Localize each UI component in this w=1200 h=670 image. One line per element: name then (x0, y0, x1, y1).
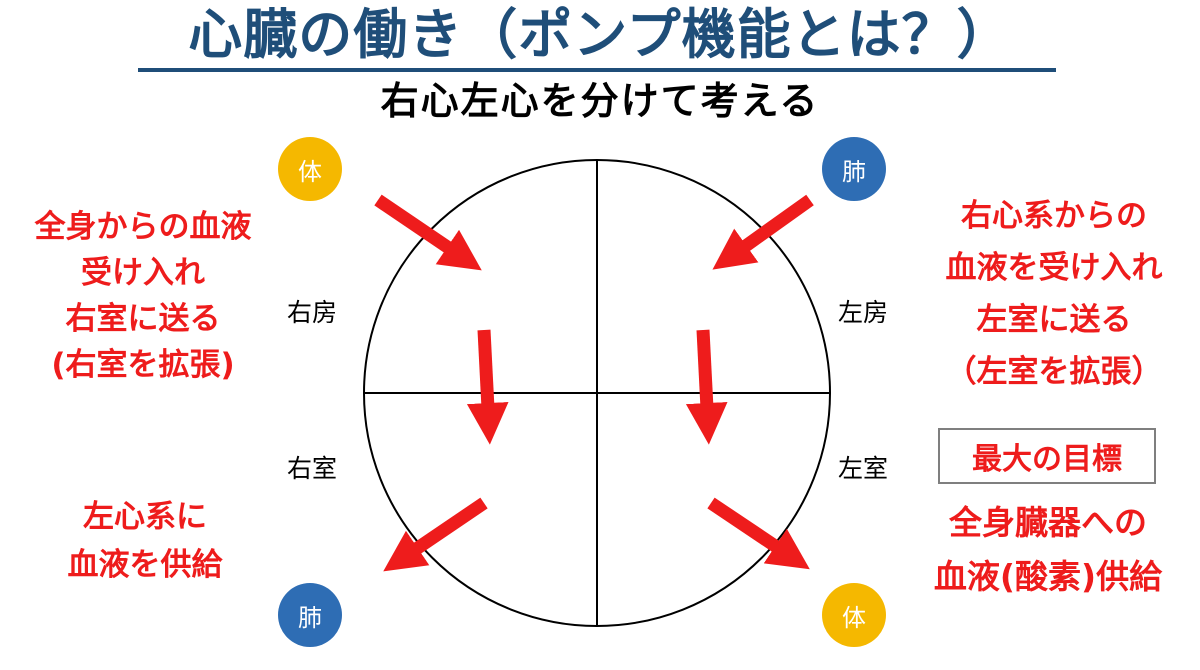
arrow-lung-to-left-atrium (712, 194, 814, 270)
note-line: 受け入れ (81, 255, 205, 291)
arrow-right-atrium-to-ventricle (466, 329, 509, 445)
note-right-atrium: 全身からの血液 受け入れ 右室に送る (右室を拡張) (4, 204, 282, 388)
label-right-atrium: 右房 (287, 298, 338, 327)
arrow-right-ventricle-to-lung (383, 497, 488, 572)
note-line: (右室を拡張) (51, 347, 235, 383)
body-node-top-left: 体 (278, 137, 342, 201)
label-left-ventricle: 左室 (838, 454, 889, 483)
note-line: 全身臓器への (949, 503, 1147, 542)
note-left-ventricle: 全身臓器への 血液(酸素)供給 (898, 496, 1198, 604)
note-line: 血液を受け入れ (945, 250, 1163, 286)
note-line: 血液(酸素)供給 (933, 557, 1163, 596)
arrow-body-to-right-atrium (374, 194, 482, 271)
title-underline (138, 68, 1056, 72)
note-left-atrium: 右心系からの 血液を受け入れ 左室に送る （左室を拡張） (912, 190, 1196, 398)
lung-node-top-right: 肺 (822, 137, 886, 201)
arrow-left-atrium-to-ventricle (685, 329, 728, 445)
note-line: 左心系に (83, 499, 207, 535)
page-title: 心臓の働き（ポンプ機能とは？） (188, 3, 1012, 66)
body-node-bottom-right: 体 (822, 583, 886, 647)
label-left-atrium: 左房 (838, 298, 889, 327)
page-subtitle: 右心左心を分けて考える (380, 79, 820, 123)
note-line: （左室を拡張） (945, 354, 1163, 390)
note-line: 右心系からの (961, 198, 1147, 234)
note-line: 右室に送る (65, 301, 221, 337)
note-line: 左室に送る (976, 302, 1132, 338)
goal-label: 最大の目標 (938, 428, 1156, 484)
lung-node-bottom-left: 肺 (278, 583, 342, 647)
note-line: 全身からの血液 (34, 209, 252, 245)
note-line: 血液を供給 (67, 547, 223, 583)
note-right-ventricle: 左心系に 血液を供給 (20, 493, 270, 589)
label-right-ventricle: 右室 (287, 454, 338, 483)
arrow-left-ventricle-to-body (707, 497, 810, 570)
